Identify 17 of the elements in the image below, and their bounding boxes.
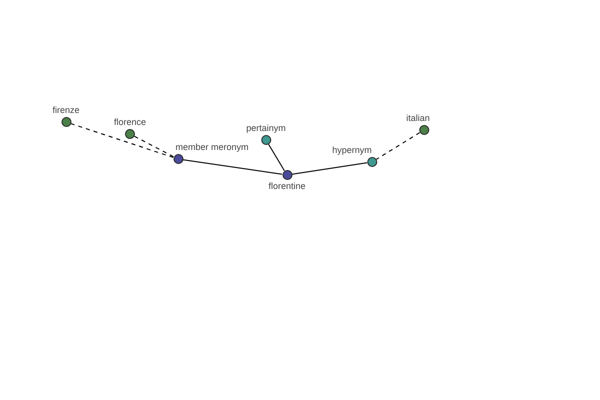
node-label: firenze (52, 105, 80, 116)
node-label: member meronym (176, 142, 248, 153)
connector-line (182, 159, 283, 175)
node-label: pertainym (246, 123, 286, 134)
node-label: italian (406, 113, 430, 124)
node-label: hypernym (332, 145, 372, 156)
graph-node (246, 123, 286, 145)
graph-node (268, 170, 306, 192)
connector-line (291, 162, 368, 175)
dashed-line (134, 136, 174, 158)
connector-line (268, 144, 285, 172)
node-label: florentine (268, 181, 306, 192)
dashed-line (376, 132, 420, 160)
graph-node (52, 105, 80, 127)
graph-node (114, 117, 146, 139)
dashed-line (70, 123, 174, 158)
node-label: florence (114, 117, 146, 128)
